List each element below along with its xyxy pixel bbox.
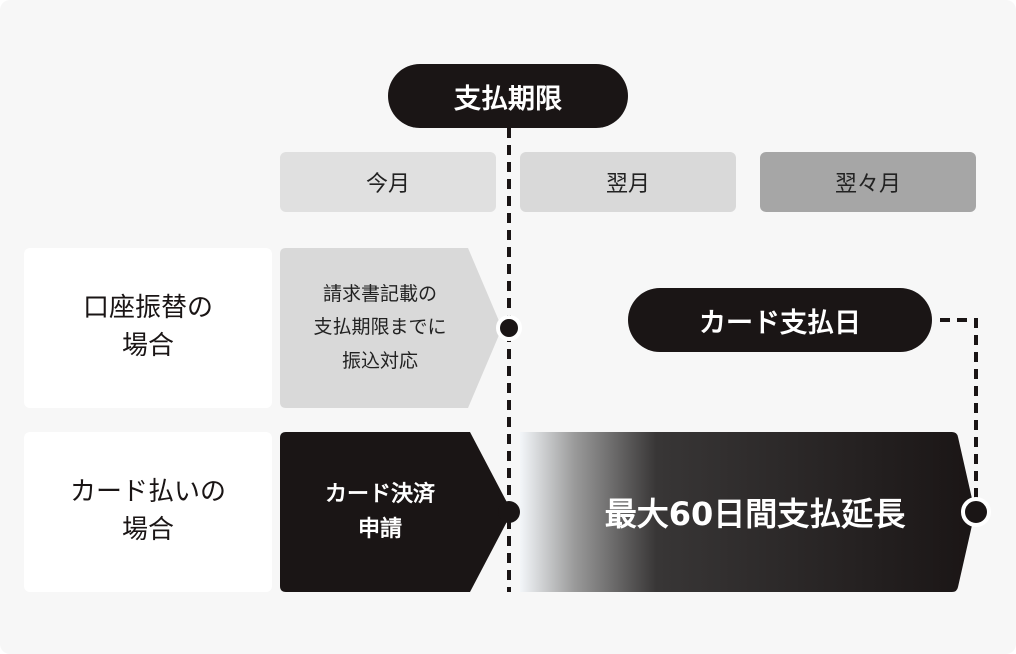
- step-line: 振込対応: [341, 349, 418, 372]
- month-after-next: 翌々月: [760, 152, 976, 212]
- deadline-marker-icon: [496, 315, 522, 341]
- card-settlement-step-arrow: [280, 432, 512, 592]
- step-line: 支払期限までに: [313, 316, 447, 339]
- row-label-line: 口座振替の: [82, 293, 213, 324]
- card-payment-date-label: カード支払日: [628, 288, 932, 352]
- row-label-line: 場合: [121, 515, 174, 545]
- step-line: カード決済: [324, 481, 435, 507]
- month-this: 今月: [280, 152, 496, 212]
- card-date-dashed-connector: [940, 318, 978, 500]
- bank-transfer-step-arrow: [280, 248, 502, 408]
- deadline-label: 支払期限: [388, 64, 628, 128]
- step-line: 請求書記載の: [322, 283, 437, 306]
- row-label-card-payment: カード払いの 場合: [24, 432, 272, 592]
- settlement-marker-icon: [498, 501, 520, 523]
- card-date-marker-icon: [961, 497, 991, 527]
- extension-arrow: [520, 432, 975, 592]
- step-line: 申請: [357, 517, 402, 542]
- row-label-line: 場合: [121, 331, 174, 361]
- month-next: 翌月: [520, 152, 736, 212]
- extension-label: 最大60日間支払延長: [604, 495, 906, 533]
- row-label-line: カード払いの: [69, 477, 226, 508]
- bank-transfer-step-text: 請求書記載の 支払期限までに 振込対応: [290, 248, 470, 408]
- row-label-bank-transfer: 口座振替の 場合: [24, 248, 272, 408]
- card-settlement-step-text: カード決済 申請: [290, 432, 470, 592]
